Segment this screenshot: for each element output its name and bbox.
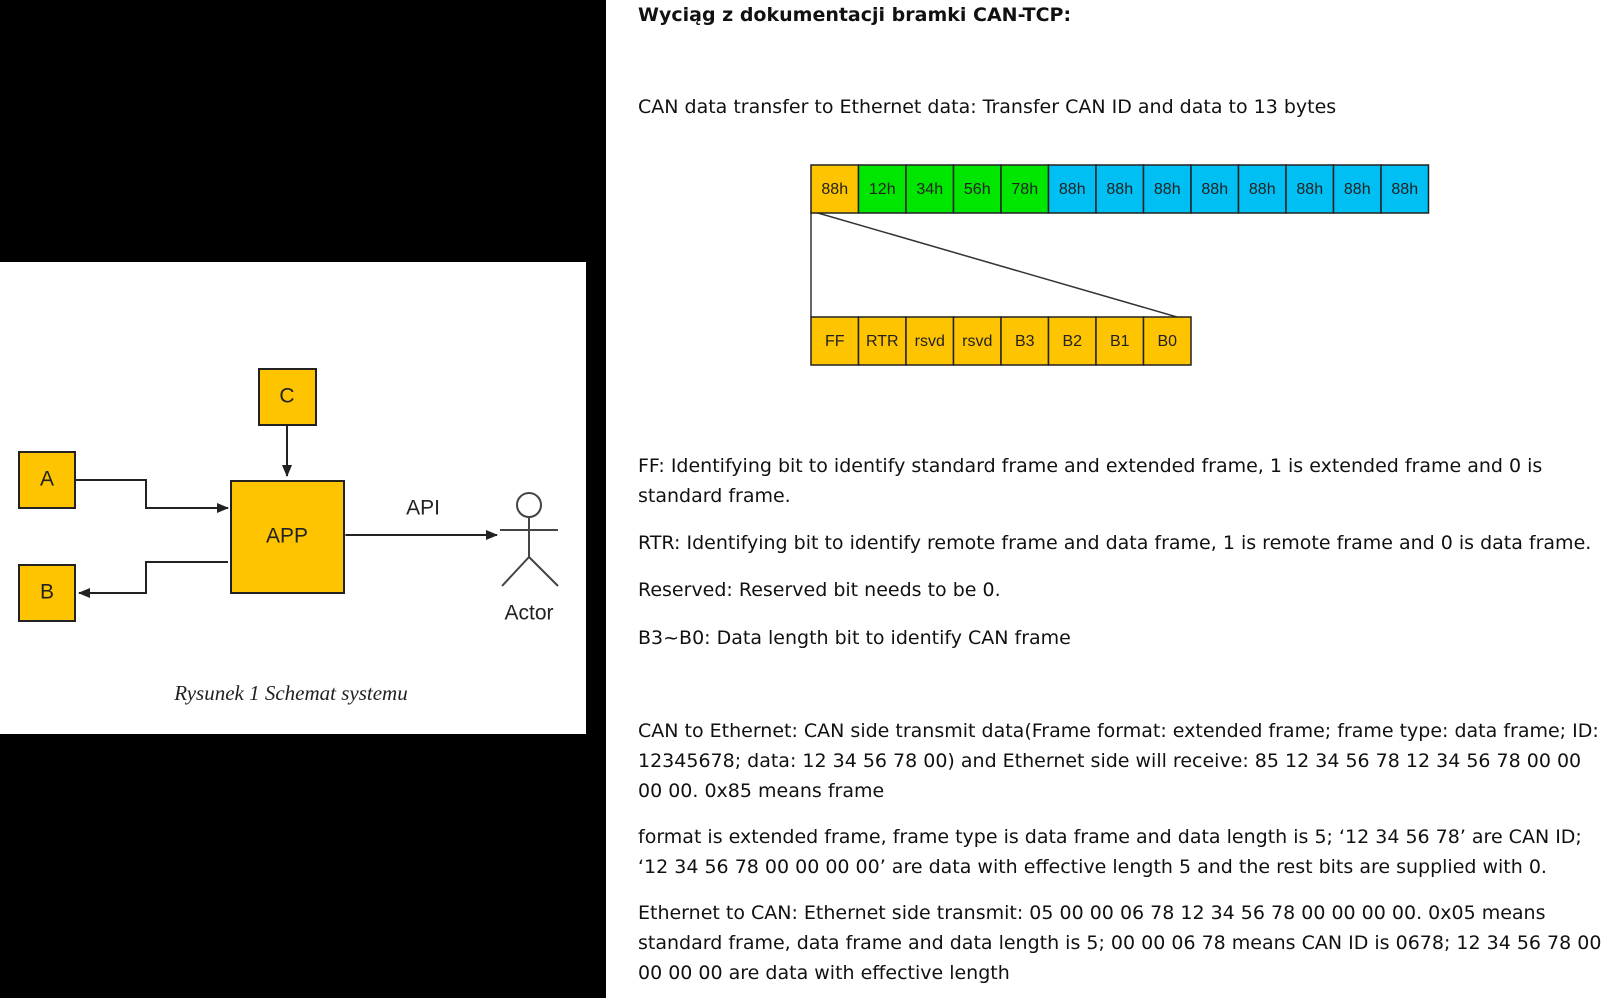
doc-title: Wyciąg z dokumentacji bramki CAN-TCP: — [638, 4, 1072, 26]
byte-cell-3: 56h — [952, 164, 1002, 214]
bit-cell-1: RTR — [857, 316, 907, 366]
figure-caption: Rysunek 1 Schemat systemu — [173, 681, 407, 705]
box-b: B — [18, 564, 76, 622]
bit-cell-label: RTR — [866, 333, 899, 350]
bit-cell-label: B3 — [1015, 333, 1035, 350]
app-to-b-connector — [78, 561, 228, 598]
byte-cell-2: 34h — [905, 164, 955, 214]
byte-cell-label: 88h — [1059, 181, 1086, 198]
box-a: A — [18, 451, 76, 509]
bit-cell-label: B0 — [1157, 333, 1177, 350]
bit-cell-3: rsvd — [952, 316, 1002, 366]
bit-cell-label: B2 — [1062, 333, 1082, 350]
bit-cell-label: rsvd — [915, 333, 945, 350]
expand-line-right — [810, 210, 1178, 318]
svg-text:B: B — [40, 581, 54, 604]
byte-cell-label: 88h — [1249, 181, 1276, 198]
doc-b3b0: B3~B0: Data length bit to identify CAN f… — [638, 627, 1071, 649]
svg-text:C: C — [279, 385, 294, 408]
doc-eth-to-can: Ethernet to CAN: Ethernet side transmit:… — [638, 902, 1602, 984]
bit-cell-5: B2 — [1047, 316, 1097, 366]
byte-cell-9: 88h — [1237, 164, 1287, 214]
byte-cell-10: 88h — [1285, 164, 1335, 214]
bit-cell-6: B1 — [1095, 316, 1145, 366]
byte-cell-label: 88h — [1344, 181, 1371, 198]
actor-label: Actor — [504, 602, 553, 625]
system-diagram-panel: A B C APP API Actor Rysunek 1 Schemat sy… — [0, 262, 586, 734]
api-label: API — [406, 497, 440, 520]
system-diagram: A B C APP API Actor Rysunek 1 Schemat sy… — [18, 368, 559, 705]
byte-cell-label: 88h — [1296, 181, 1323, 198]
bit-cell-label: FF — [825, 333, 845, 350]
byte-cell-label: 88h — [1201, 181, 1228, 198]
byte-cell-label: 88h — [821, 181, 848, 198]
svg-text:A: A — [40, 468, 54, 491]
byte-cell-6: 88h — [1095, 164, 1145, 214]
svg-text:APP: APP — [266, 525, 308, 548]
bit-cell-label: B1 — [1110, 333, 1130, 350]
bit-cell-0: FF — [810, 316, 860, 366]
doc-ff: FF: Identifying bit to identify standard… — [638, 455, 1543, 507]
byte-cell-0: 88h — [810, 164, 860, 214]
byte-cell-label: 88h — [1106, 181, 1133, 198]
byte-cell-label: 78h — [1011, 181, 1038, 198]
bit-cell-4: B3 — [1000, 316, 1050, 366]
doc-intro: CAN data transfer to Ethernet data: Tran… — [638, 96, 1337, 118]
doc-reserved: Reserved: Reserved bit needs to be 0. — [638, 579, 1001, 601]
byte-cell-1: 12h — [857, 164, 907, 214]
byte-cell-label: 56h — [964, 181, 991, 198]
byte-cell-label: 88h — [1391, 181, 1418, 198]
box-app: APP — [230, 480, 345, 594]
byte-cell-8: 88h — [1190, 164, 1240, 214]
byte-cell-11: 88h — [1332, 164, 1382, 214]
byte-cell-5: 88h — [1047, 164, 1097, 214]
byte-cell-12: 88h — [1380, 164, 1430, 214]
byte-cell-label: 34h — [916, 181, 943, 198]
a-to-app-connector — [75, 479, 229, 513]
byte-cell-label: 12h — [869, 181, 896, 198]
doc-can-to-eth: CAN to Ethernet: CAN side transmit data(… — [638, 720, 1599, 802]
doc-rtr: RTR: Identifying bit to identify remote … — [638, 532, 1592, 554]
bit-row: FF RTR rsvd rsvd B3 B2 B1 B0 — [810, 316, 1192, 366]
byte-cell-7: 88h — [1142, 164, 1192, 214]
byte-cell-4: 78h — [1000, 164, 1050, 214]
byte-row: 88h 12h 34h 56h 78h 88h 88h 88h 88h 88h 88h 88h 88h — [810, 164, 1430, 214]
box-c: C — [258, 368, 317, 426]
byte-cell-label: 88h — [1154, 181, 1181, 198]
actor-icon — [500, 492, 559, 587]
bit-cell-2: rsvd — [905, 316, 955, 366]
bit-cell-7: B0 — [1142, 316, 1192, 366]
doc-format: format is extended frame, frame type is … — [638, 826, 1582, 878]
bit-cell-label: rsvd — [962, 333, 992, 350]
